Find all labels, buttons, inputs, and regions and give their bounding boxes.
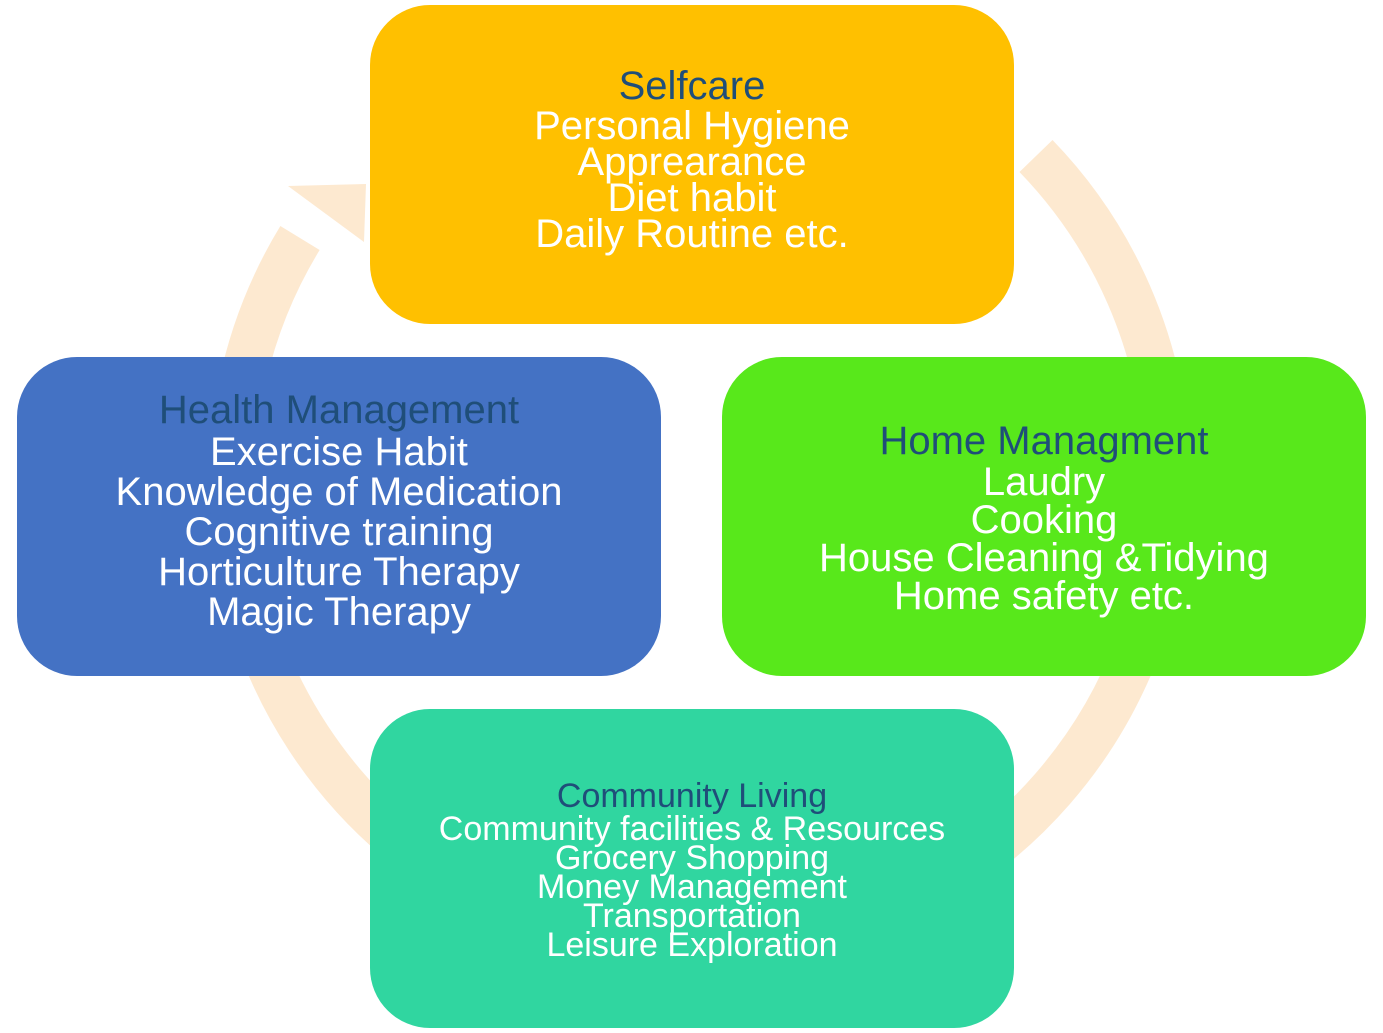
health-management-item: Magic Therapy: [207, 589, 471, 634]
community-living-item: Money Management: [537, 868, 847, 906]
selfcare-item: Personal Hygiene: [534, 103, 850, 148]
home-management-heading: Home Managment: [879, 418, 1209, 463]
selfcare-item: Diet habit: [607, 175, 777, 220]
health-management-item: Knowledge of Medication: [115, 469, 563, 514]
home-management-item: Cooking: [970, 497, 1118, 542]
selfcare-item: Apprearance: [577, 139, 807, 184]
health-management-item: Horticulture Therapy: [158, 549, 520, 594]
health-management-item: Exercise Habit: [210, 429, 468, 474]
health-management-box: Health Management Exercise Habit Knowled…: [17, 357, 661, 676]
community-living-item: Leisure Exploration: [546, 926, 838, 964]
selfcare-items: Personal Hygiene Apprearance Diet habit …: [534, 103, 850, 256]
community-living-box: Community Living Community facilities & …: [370, 709, 1014, 1028]
selfcare-heading: Selfcare: [618, 63, 766, 108]
cycle-arrowhead: [288, 184, 366, 242]
home-management-item: House Cleaning &Tidying: [819, 535, 1269, 580]
home-management-items: Laudry Cooking House Cleaning &Tidying H…: [819, 459, 1269, 618]
home-management-box: Home Managment Laudry Cooking House Clea…: [722, 357, 1366, 676]
selfcare-item: Daily Routine etc.: [535, 211, 849, 256]
community-living-heading: Community Living: [556, 777, 828, 815]
community-living-item: Transportation: [583, 897, 801, 935]
home-management-item: Home safety etc.: [893, 573, 1195, 618]
home-management-item: Laudry: [982, 459, 1106, 504]
selfcare-box: Selfcare Personal Hygiene Apprearance Di…: [370, 5, 1014, 324]
community-living-items: Community facilities & Resources Grocery…: [438, 810, 946, 964]
community-living-item: Community facilities & Resources: [438, 810, 946, 848]
community-living-item: Grocery Shopping: [554, 839, 830, 877]
health-management-heading: Health Management: [158, 387, 520, 432]
health-management-items: Exercise Habit Knowledge of Medication C…: [116, 432, 563, 632]
health-management-item: Cognitive training: [184, 509, 494, 554]
